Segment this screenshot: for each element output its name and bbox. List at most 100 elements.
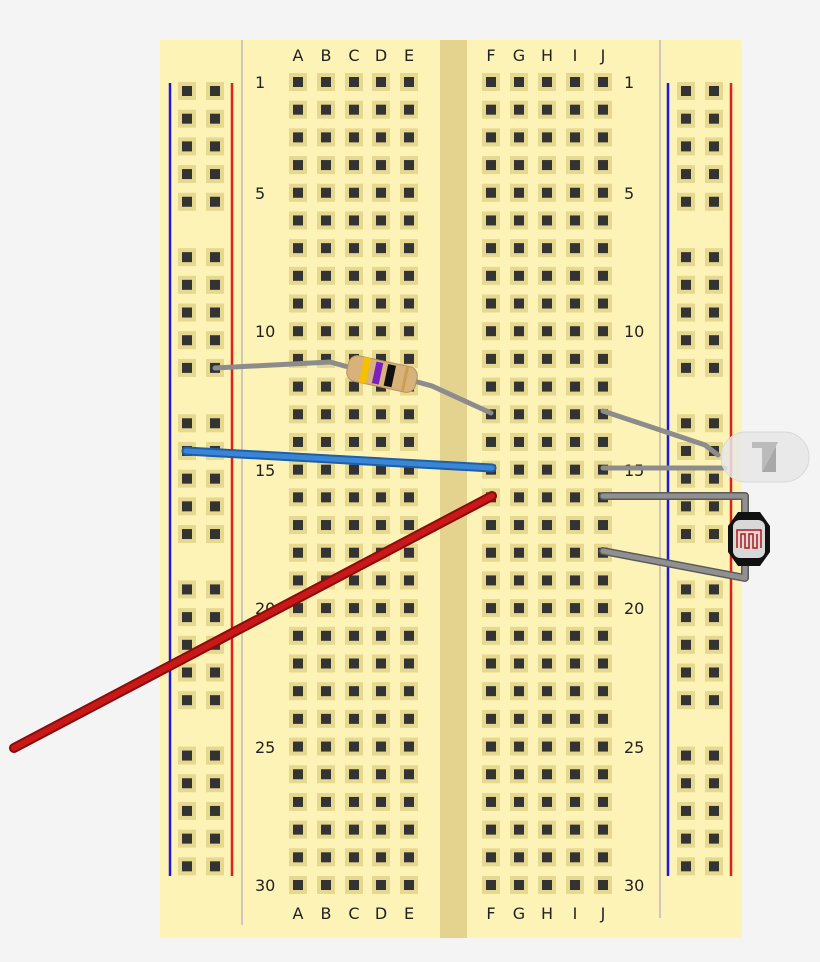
hole[interactable]: [293, 381, 303, 392]
rail-hole[interactable]: [681, 362, 691, 373]
hole[interactable]: [404, 464, 414, 475]
hole[interactable]: [598, 270, 608, 281]
hole[interactable]: [514, 409, 524, 420]
hole[interactable]: [376, 353, 386, 364]
hole[interactable]: [293, 603, 303, 614]
hole[interactable]: [542, 215, 552, 226]
hole[interactable]: [486, 298, 496, 309]
hole[interactable]: [514, 852, 524, 863]
hole[interactable]: [542, 880, 552, 891]
hole[interactable]: [542, 381, 552, 392]
hole[interactable]: [321, 104, 331, 115]
hole[interactable]: [376, 769, 386, 780]
rail-hole[interactable]: [182, 833, 192, 844]
rail-hole[interactable]: [182, 86, 192, 96]
hole[interactable]: [349, 492, 359, 503]
hole[interactable]: [570, 852, 580, 863]
rail-hole[interactable]: [210, 252, 220, 263]
hole[interactable]: [514, 464, 524, 475]
hole[interactable]: [321, 492, 331, 503]
hole[interactable]: [321, 187, 331, 198]
rail-hole[interactable]: [709, 307, 719, 318]
hole[interactable]: [349, 852, 359, 863]
rail-hole[interactable]: [210, 279, 220, 290]
hole[interactable]: [486, 713, 496, 724]
hole[interactable]: [486, 575, 496, 586]
hole[interactable]: [293, 270, 303, 281]
hole[interactable]: [542, 520, 552, 531]
hole[interactable]: [376, 132, 386, 143]
hole[interactable]: [349, 326, 359, 337]
hole[interactable]: [293, 686, 303, 697]
hole[interactable]: [404, 880, 414, 891]
hole[interactable]: [321, 686, 331, 697]
rail-hole[interactable]: [681, 805, 691, 816]
hole[interactable]: [404, 824, 414, 835]
hole[interactable]: [570, 492, 580, 503]
hole[interactable]: [376, 741, 386, 752]
rail-hole[interactable]: [709, 501, 719, 512]
rail-hole[interactable]: [681, 695, 691, 706]
rail-hole[interactable]: [182, 584, 192, 595]
rail-hole[interactable]: [709, 750, 719, 761]
hole[interactable]: [376, 77, 386, 87]
rail-hole[interactable]: [709, 833, 719, 844]
hole[interactable]: [598, 880, 608, 891]
rail-hole[interactable]: [210, 612, 220, 623]
rail-hole[interactable]: [681, 445, 691, 456]
hole[interactable]: [514, 658, 524, 669]
hole[interactable]: [570, 160, 580, 171]
rail-hole[interactable]: [182, 307, 192, 318]
hole[interactable]: [542, 492, 552, 503]
hole[interactable]: [598, 409, 608, 420]
hole[interactable]: [376, 409, 386, 420]
hole[interactable]: [486, 104, 496, 115]
hole[interactable]: [349, 243, 359, 254]
hole[interactable]: [598, 796, 608, 807]
rail-hole[interactable]: [182, 141, 192, 152]
rail-hole[interactable]: [681, 639, 691, 650]
rail-hole[interactable]: [709, 279, 719, 290]
hole[interactable]: [598, 104, 608, 115]
hole[interactable]: [542, 409, 552, 420]
rail-hole[interactable]: [709, 113, 719, 124]
hole[interactable]: [404, 492, 414, 503]
hole[interactable]: [598, 77, 608, 87]
hole[interactable]: [570, 436, 580, 447]
hole[interactable]: [514, 326, 524, 337]
hole[interactable]: [514, 880, 524, 891]
rail-hole[interactable]: [182, 362, 192, 373]
hole[interactable]: [598, 132, 608, 143]
hole[interactable]: [486, 132, 496, 143]
rail-hole[interactable]: [210, 141, 220, 152]
hole[interactable]: [349, 824, 359, 835]
hole[interactable]: [486, 824, 496, 835]
hole[interactable]: [514, 77, 524, 87]
hole[interactable]: [293, 492, 303, 503]
hole[interactable]: [486, 436, 496, 447]
hole[interactable]: [598, 298, 608, 309]
rail-hole[interactable]: [210, 805, 220, 816]
rail-hole[interactable]: [182, 529, 192, 540]
hole[interactable]: [598, 741, 608, 752]
hole[interactable]: [376, 603, 386, 614]
hole[interactable]: [404, 686, 414, 697]
hole[interactable]: [404, 741, 414, 752]
hole[interactable]: [321, 658, 331, 669]
hole[interactable]: [514, 104, 524, 115]
hole[interactable]: [542, 464, 552, 475]
hole[interactable]: [542, 658, 552, 669]
hole[interactable]: [404, 575, 414, 586]
hole[interactable]: [293, 298, 303, 309]
hole[interactable]: [321, 824, 331, 835]
rail-hole[interactable]: [210, 750, 220, 761]
hole[interactable]: [486, 603, 496, 614]
hole[interactable]: [598, 575, 608, 586]
hole[interactable]: [349, 796, 359, 807]
rail-hole[interactable]: [182, 805, 192, 816]
hole[interactable]: [598, 381, 608, 392]
hole[interactable]: [376, 852, 386, 863]
hole[interactable]: [514, 686, 524, 697]
hole[interactable]: [404, 270, 414, 281]
rail-hole[interactable]: [182, 196, 192, 207]
